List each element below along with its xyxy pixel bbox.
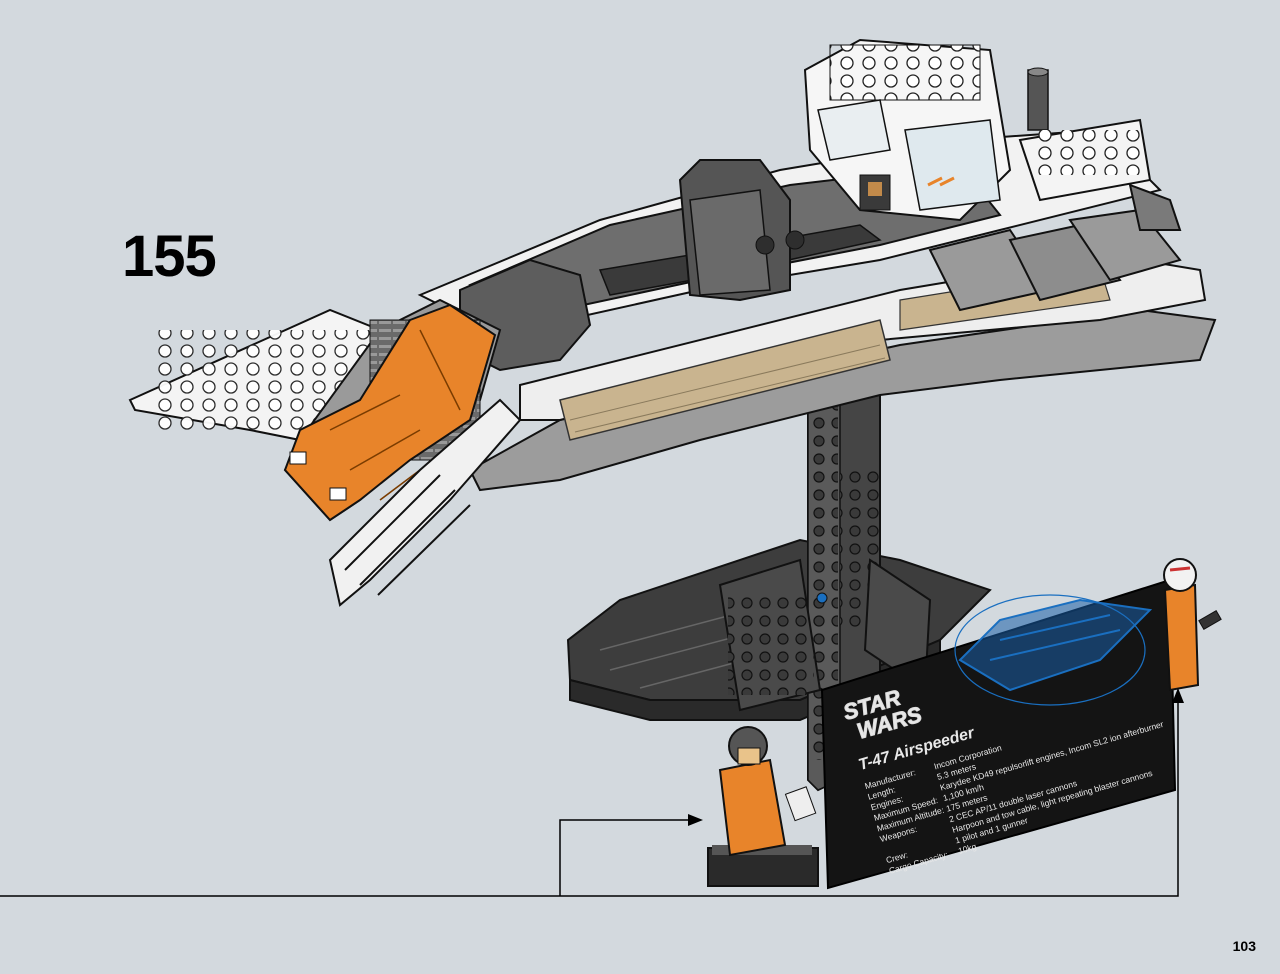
pilot-minifigure: [707, 726, 819, 887]
name-plaque: STAR WARS T-47 Airspeeder Manufacturer:I…: [820, 578, 1177, 890]
page-number: 103: [1232, 938, 1256, 954]
step-number: 155: [122, 224, 217, 289]
plaque-schematic: [954, 594, 1153, 706]
front-wing: [128, 298, 522, 607]
arrow-to-gunner: [1172, 688, 1184, 703]
svg-text:10kg: 10kg: [957, 841, 978, 856]
arrow-to-pilot: [688, 814, 703, 826]
gunner-minifigure: [1163, 558, 1222, 692]
airspeeder-model: [417, 38, 1217, 492]
callout-lines: [0, 700, 1179, 897]
